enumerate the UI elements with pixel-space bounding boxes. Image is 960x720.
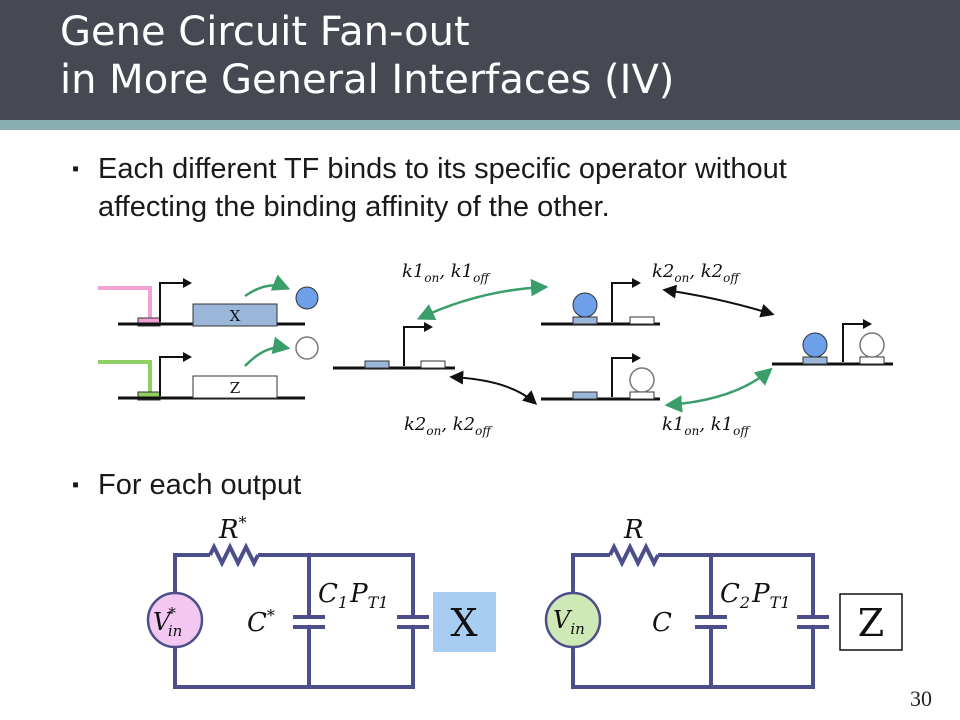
svg-text:Vin: Vin — [553, 606, 585, 638]
cap1-left-label: C* — [247, 606, 275, 638]
bullet-2: ▪ For each output — [72, 466, 672, 504]
reaction-arrow-k1-bottom — [664, 367, 773, 413]
cap2-right-label: C2PT1 — [720, 579, 790, 612]
title-underline — [0, 120, 960, 130]
rate-label-top-left: k1on, k1off — [402, 261, 491, 285]
bullet-1-text: Each different TF binds to its specific … — [98, 153, 787, 223]
svg-text:k2on, k2off: k2on, k2off — [652, 261, 741, 285]
gene-x-construct: X — [98, 274, 319, 327]
circuit-left: V*in R* C* C1PT1 — [146, 513, 429, 689]
output-z-label: Z — [858, 601, 884, 645]
gene-z-construct: Z — [98, 336, 319, 401]
svg-text:k2on, k2off: k2on, k2off — [404, 414, 493, 438]
reaction-arrow-k2-bottom — [449, 370, 538, 405]
voltage-source-left — [146, 591, 204, 649]
title-line-2: in More General Interfaces (IV) — [60, 57, 675, 103]
rate-label-bottom-left: k2on, k2off — [404, 414, 493, 438]
svg-text:k1on, k1off: k1on, k1off — [662, 414, 751, 438]
circuit-right: Vin R C C2PT1 — [544, 515, 829, 689]
tf-x-icon — [295, 286, 319, 310]
gene-z-label: Z — [230, 379, 240, 397]
bullet-2-text: For each output — [98, 469, 302, 501]
svg-text:k1on, k1off: k1on, k1off — [402, 261, 491, 285]
output-x-label: X — [450, 601, 477, 645]
title-line-1: Gene Circuit Fan-out — [60, 9, 470, 55]
svg-text:V*in: V*in — [153, 604, 182, 640]
promoter-both-bound — [772, 319, 893, 366]
gene-x-label: X — [230, 307, 241, 325]
bullet-square-icon: ▪ — [72, 158, 80, 180]
cap2-left-label: C1PT1 — [318, 579, 388, 612]
slide-title: Gene Circuit Fan-out in More General Int… — [60, 8, 674, 104]
bullet-square-icon: ▪ — [72, 474, 80, 496]
resistor-right-label: R — [623, 515, 644, 545]
bullet-1: ▪ Each different TF binds to its specifi… — [72, 150, 892, 226]
promoter-unbound — [333, 322, 455, 370]
output-z-box — [839, 593, 903, 651]
title-bar — [0, 0, 960, 120]
reaction-arrow-k2-top — [662, 284, 775, 318]
promoter-z-bound — [541, 353, 660, 401]
cap1-right-label: C — [652, 608, 672, 638]
reaction-arrow-k1 — [416, 278, 549, 321]
rate-label-bottom-right: k1on, k1off — [662, 414, 751, 438]
promoter-x-bound — [541, 278, 660, 326]
voltage-source-right — [544, 591, 602, 649]
output-x-box — [433, 592, 496, 652]
page-number: 30 — [910, 686, 932, 711]
tf-z-icon — [295, 336, 319, 360]
rate-label-top-right: k2on, k2off — [652, 261, 741, 285]
resistor-left-label: R* — [218, 513, 247, 545]
